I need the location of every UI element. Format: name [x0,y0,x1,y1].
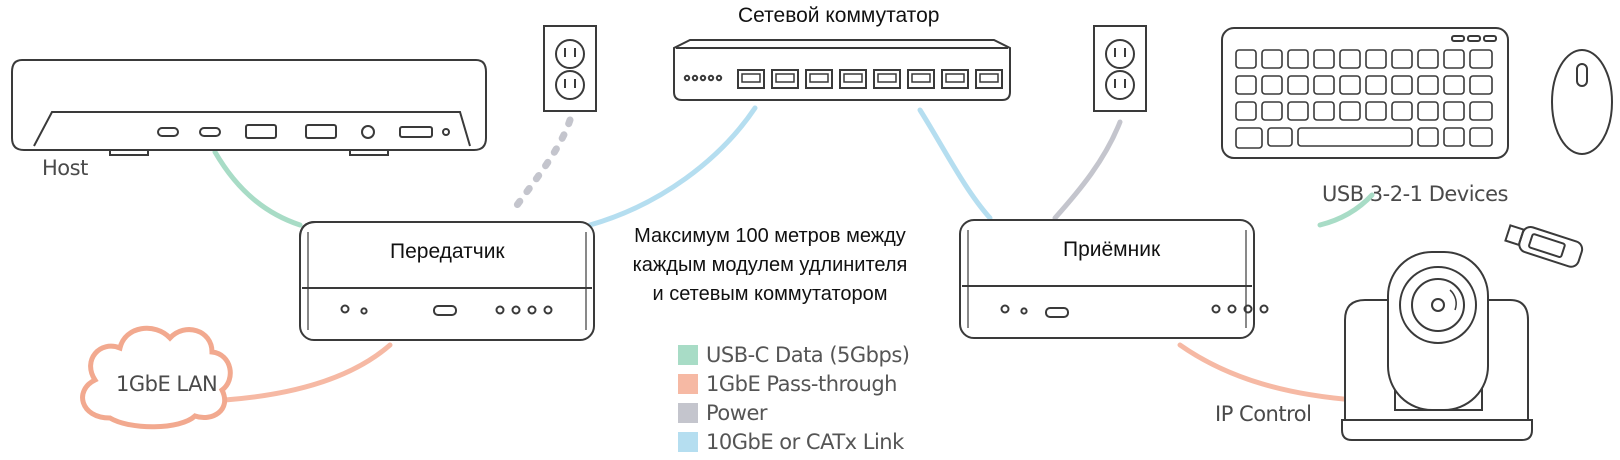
legend-item-link: 10GbE or CATx Link [678,427,909,456]
legend-swatch [678,373,698,394]
power-cable-receiver [1052,119,1123,221]
legend-item-usb: USB-C Data (5Gbps) [678,340,910,369]
distance-note-line: каждым модулем удлинителя [632,254,908,276]
mouse-icon [1551,49,1613,155]
transmitter-label: Передатчик [390,240,505,263]
receiver-device [959,219,1269,339]
legend-label: USB-C Data (5Gbps) [706,342,910,367]
power-outlet-icon [543,25,597,112]
link-cable-switch-receiver [917,107,993,221]
usb-devices-label: USB 3-2-1 Devices [1322,182,1508,206]
host-device [11,59,487,156]
legend: USB-C Data (5Gbps) 1GbE Pass-through Pow… [678,340,910,456]
lan-cloud-icon [80,325,233,430]
usb-cable-host-transmitter [212,149,303,228]
host-label: Host [42,156,88,180]
legend-swatch [678,344,698,365]
receiver-label: Приёмник [1063,238,1161,261]
switch-label: Сетевой коммутатор [738,4,940,27]
legend-item-lan: 1GbE Pass-through [678,369,909,398]
usb-stick-icon [1504,224,1584,268]
distance-note-line: Максимум 100 метров между [634,225,906,247]
lan-cable-receiver-camera [1177,342,1358,403]
distance-note: Максимум 100 метров между каждым модулем… [600,222,940,309]
legend-item-power: Power [678,398,909,427]
ptz-camera-icon [1341,251,1533,441]
usb-cable-receiver-devices [1317,192,1375,228]
lan-label: 1GbE LAN [116,372,218,396]
legend-label: Power [706,400,768,425]
legend-label: 10GbE or CATx Link [706,429,904,454]
network-switch-device [673,39,1011,101]
distance-note-line: и сетевым коммутатором [652,283,888,305]
legend-swatch [678,431,698,452]
legend-label: 1GbE Pass-through [706,371,897,396]
lan-cable-transmitter [222,342,393,403]
link-cable-transmitter-switch [587,105,758,228]
legend-swatch [678,402,698,423]
power-cable-transmitter [508,116,574,216]
keyboard-icon [1221,27,1509,159]
ip-control-label: IP Control [1215,402,1312,426]
transmitter-device [299,221,595,341]
power-outlet-icon [1093,25,1147,112]
